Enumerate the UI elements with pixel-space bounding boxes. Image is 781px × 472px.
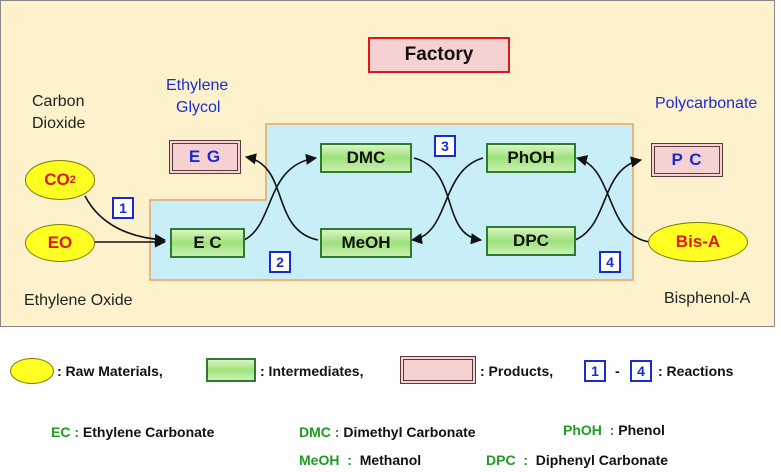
intermediate-meoh: MeOH xyxy=(320,228,412,258)
arrow-bisa-to-phoh xyxy=(575,155,651,243)
legend-intermediate-swatch xyxy=(206,358,256,382)
glossary-meoh-name: Methanol xyxy=(359,452,422,468)
label-carbon-dioxide-line2: Dioxide xyxy=(32,115,86,132)
glossary-dpc-name: Diphenyl Carbonate xyxy=(535,452,669,468)
glossary-meoh-sep: : xyxy=(339,452,360,468)
glossary-dmc-name: Dimethyl Carbonate xyxy=(343,424,476,440)
phoh-text: PhOH xyxy=(507,148,555,167)
label-ethylene-glycol-line1: Ethylene xyxy=(166,77,229,94)
product-pc: P C xyxy=(651,143,723,177)
glossary-phoh-sep: : xyxy=(601,422,619,438)
arrow-co2-to-ec xyxy=(84,195,167,246)
legend-reaction-label: : Reactions xyxy=(658,363,734,379)
eo-text: EO xyxy=(47,233,73,252)
raw-material-eo: EO xyxy=(25,224,95,262)
pc-text: P C xyxy=(671,150,703,169)
arrow-dmc-to-dpc xyxy=(413,157,483,245)
legend-product-label: : Products, xyxy=(480,363,554,379)
glossary-phoh: PhOH : Phenol xyxy=(563,422,665,438)
co2-base: CO xyxy=(44,170,70,189)
dmc-text: DMC xyxy=(346,148,386,167)
arrow-phoh-to-meoh xyxy=(410,157,484,245)
glossary-ec: EC : Ethylene Carbonate xyxy=(51,424,214,440)
glossary-meoh: MeOH : Methanol xyxy=(299,452,421,468)
factory-title-text: Factory xyxy=(404,44,474,65)
arrow-ec-to-dmc xyxy=(243,153,318,241)
glossary-dmc: DMC : Dimethyl Carbonate xyxy=(299,424,476,440)
bisa-text: Bis-A xyxy=(675,232,721,251)
glossary-phoh-name: Phenol xyxy=(618,422,665,438)
intermediate-dpc: DPC xyxy=(486,226,576,256)
legend-reaction-dash: - xyxy=(615,363,620,379)
label-bisphenol-a: Bisphenol-A xyxy=(664,290,751,307)
label-carbon-dioxide-line1: Carbon xyxy=(32,93,85,110)
arrow-meoh-to-eg xyxy=(244,153,319,241)
glossary-dpc: DPC : Diphenyl Carbonate xyxy=(486,452,668,468)
legend-raw-label: : Raw Materials, xyxy=(57,363,163,379)
intermediate-ec: E C xyxy=(170,228,245,258)
ec-text: E C xyxy=(193,233,222,252)
legend-reaction-start-badge: 1 xyxy=(584,360,606,382)
reaction-2-badge: 2 xyxy=(269,251,291,273)
arrow-dpc-to-pc xyxy=(574,156,643,241)
co2-subscript: 2 xyxy=(69,174,76,186)
intermediate-phoh: PhOH xyxy=(486,143,576,173)
raw-material-bisa: Bis-A xyxy=(648,222,748,262)
reaction-1-badge: 1 xyxy=(112,197,134,219)
product-eg: E G xyxy=(169,140,241,174)
label-polycarbonate: Polycarbonate xyxy=(655,95,758,112)
legend-reaction-end-badge: 4 xyxy=(630,360,652,382)
legend-raw-swatch xyxy=(10,358,54,384)
glossary-phoh-abbr: PhOH xyxy=(563,422,602,438)
glossary-dpc-abbr: DPC xyxy=(486,452,516,468)
glossary-ec-abbr: EC xyxy=(51,424,71,440)
label-ethylene-oxide: Ethylene Oxide xyxy=(24,292,133,309)
intermediate-dmc: DMC xyxy=(320,143,412,173)
legend-intermediate-label: : Intermediates, xyxy=(260,363,364,379)
glossary-dmc-sep: : xyxy=(330,424,344,440)
glossary-ec-sep: : xyxy=(70,424,83,440)
dpc-text: DPC xyxy=(513,231,549,250)
reaction-4-badge: 4 xyxy=(599,251,621,273)
factory-title: Factory xyxy=(368,37,510,73)
legend-product-swatch xyxy=(400,356,476,384)
reaction-3-badge: 3 xyxy=(434,135,456,157)
label-ethylene-glycol-line2: Glycol xyxy=(176,99,221,116)
meoh-text: MeOH xyxy=(341,233,391,252)
glossary-meoh-abbr: MeOH xyxy=(299,452,340,468)
eg-text: E G xyxy=(188,147,222,166)
glossary-dpc-sep: : xyxy=(515,452,536,468)
glossary-dmc-abbr: DMC xyxy=(299,424,331,440)
glossary-ec-name: Ethylene Carbonate xyxy=(82,424,215,440)
